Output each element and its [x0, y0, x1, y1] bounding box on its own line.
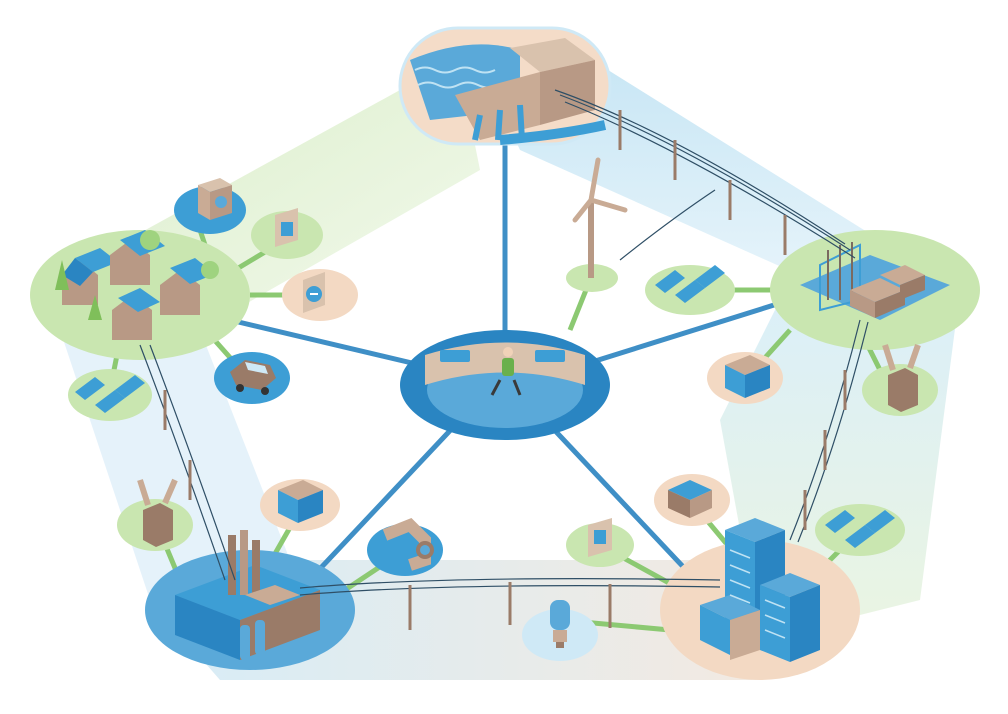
satellite-smart-meter — [251, 208, 323, 259]
satellite-led-bulb — [522, 600, 598, 661]
satellite-solar-se — [815, 504, 905, 556]
thermostat-icon — [303, 272, 325, 313]
satellite-solar-w — [68, 369, 152, 421]
hub-industry — [145, 530, 355, 670]
hub-hydro — [398, 26, 612, 146]
connector-to-city — [543, 418, 707, 592]
power-poles — [163, 110, 847, 630]
substation-icon — [800, 242, 950, 320]
control-panel-icon — [588, 518, 612, 557]
power-lines — [139, 89, 869, 596]
office-buildings-icon — [700, 518, 820, 662]
satellite-thermostat — [282, 269, 358, 321]
satellite-transformer-w — [117, 478, 193, 551]
light-bulb-icon — [550, 600, 570, 648]
electric-car-icon — [230, 360, 276, 395]
hydro-dam-icon — [410, 38, 607, 145]
pipe-icon — [382, 517, 434, 571]
satellite-ev — [214, 352, 290, 404]
satellite-battery-w — [260, 479, 340, 531]
transformer-icon — [882, 344, 921, 412]
solar-panels-icon — [655, 265, 725, 303]
battery-icon — [278, 480, 323, 523]
storage-units-icon — [668, 480, 712, 518]
connector-lines — [229, 130, 791, 592]
battery-icon — [725, 355, 770, 398]
satellite-smart-panel — [566, 518, 634, 567]
band-left — [40, 270, 290, 640]
center-control-room — [400, 330, 610, 440]
solar-panels-icon — [825, 510, 895, 548]
connector-to-industry — [298, 418, 462, 592]
control-room-operator-icon — [425, 342, 585, 396]
wind-turbine-icon — [572, 157, 628, 278]
transformer-icon — [137, 478, 178, 547]
satellite-wind — [566, 157, 628, 292]
satellite-transformer-e — [862, 344, 938, 416]
houses-icon — [55, 230, 219, 340]
satellite-washer — [174, 178, 246, 234]
washing-machine-icon — [198, 178, 232, 220]
satellite-pipe — [367, 517, 443, 576]
satellite-storage-units — [654, 474, 730, 526]
hub-homes — [30, 230, 250, 360]
smart-meter-icon — [275, 208, 298, 247]
solar-panels-icon — [75, 375, 145, 413]
hub-city — [660, 518, 860, 680]
satellite-solar-ne — [645, 265, 735, 315]
satellite-battery-e — [707, 352, 783, 404]
hub-substation — [770, 230, 980, 350]
factory-icon — [175, 530, 320, 660]
